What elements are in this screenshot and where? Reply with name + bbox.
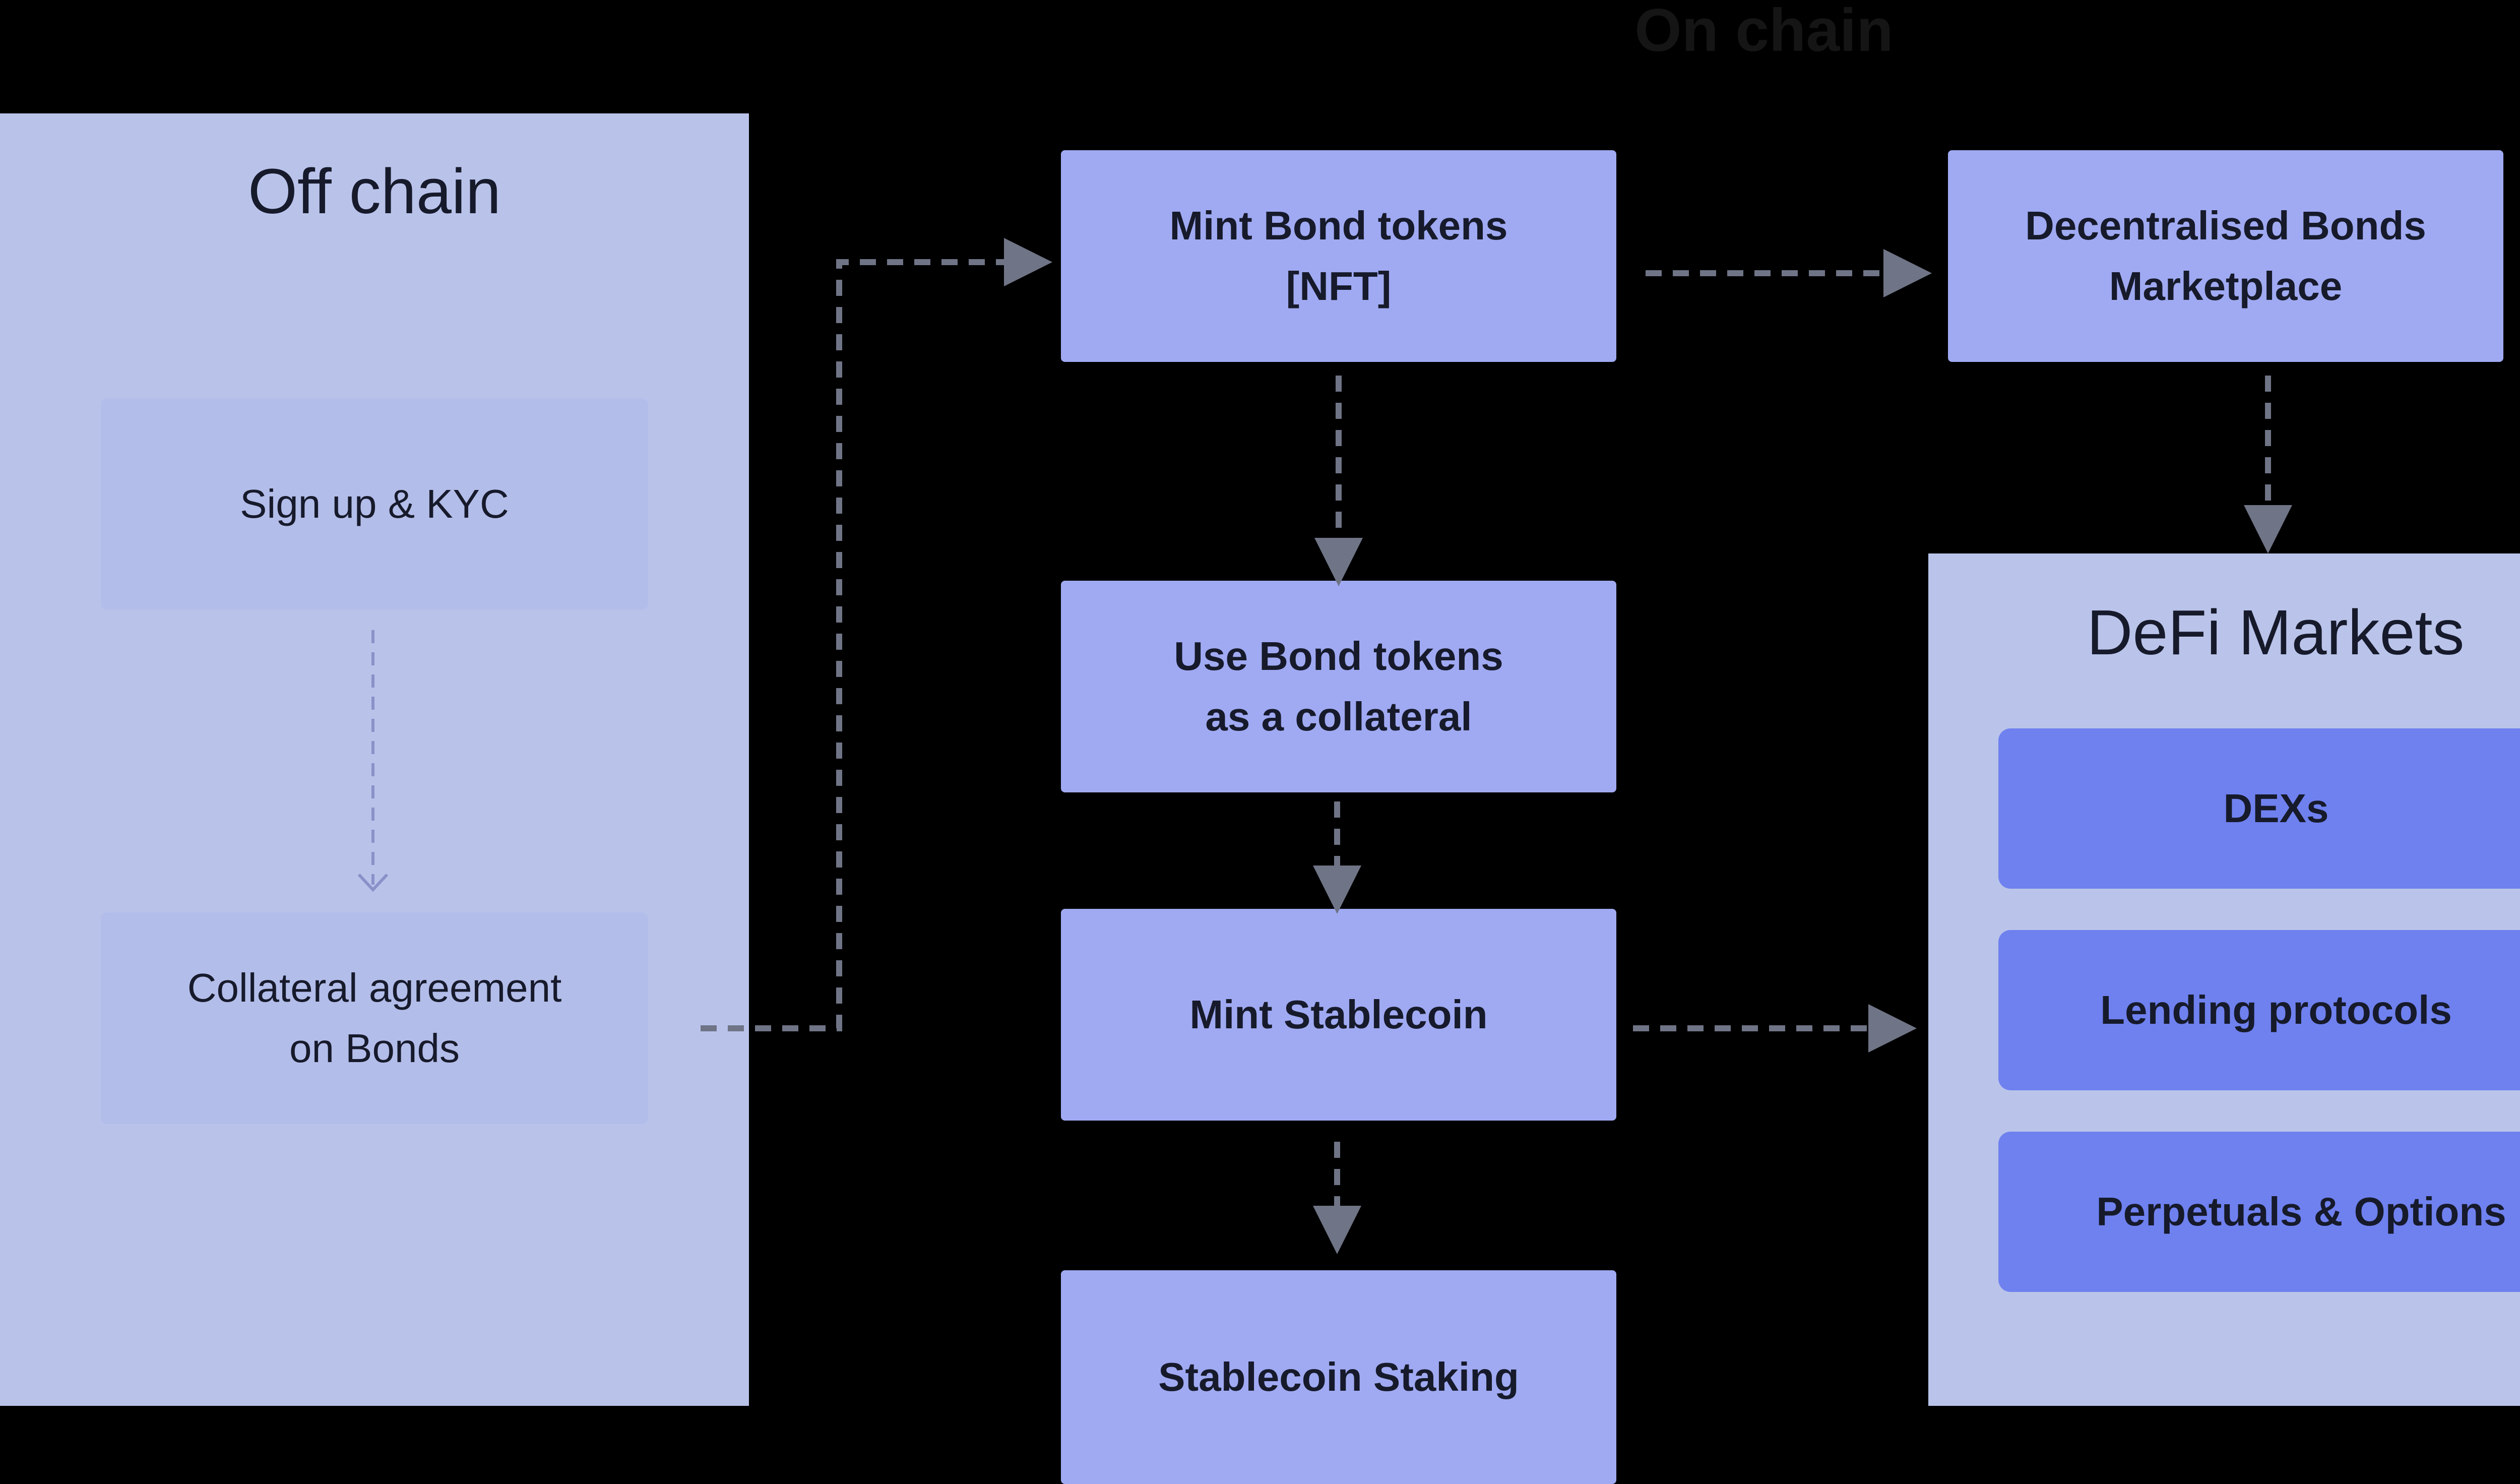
defi-markets-title: DeFi Markets	[2087, 597, 2465, 668]
off-chain-title: Off chain	[248, 156, 501, 227]
stablecoin-staking-node: Stablecoin Staking	[1061, 1270, 1616, 1484]
mint-stablecoin-node: Mint Stablecoin	[1061, 909, 1616, 1121]
on-chain-heading: On chain	[1634, 0, 1894, 64]
sign-up-kyc-step: Sign up & KYC	[101, 398, 648, 610]
use-bond-tokens-collateral-node: Use Bond tokens as a collateral	[1061, 581, 1616, 792]
defi-item-lending-protocols: Lending protocols	[1998, 930, 2520, 1090]
collateral-agreement-step: Collateral agreement on Bonds	[101, 912, 648, 1124]
defi-item-dexs: DEXs	[1998, 728, 2520, 889]
defi-item-perpetuals-options: Perpetuals & Options	[1998, 1132, 2520, 1292]
off-chain-panel	[0, 113, 749, 1406]
chevron-down-icon	[357, 873, 389, 892]
decentralised-bonds-marketplace-node: Decentralised Bonds Marketplace	[1948, 150, 2503, 362]
connector-collateral-to-mint-bond	[701, 238, 1052, 1031]
mint-bond-tokens-node: Mint Bond tokens [NFT]	[1061, 150, 1616, 362]
